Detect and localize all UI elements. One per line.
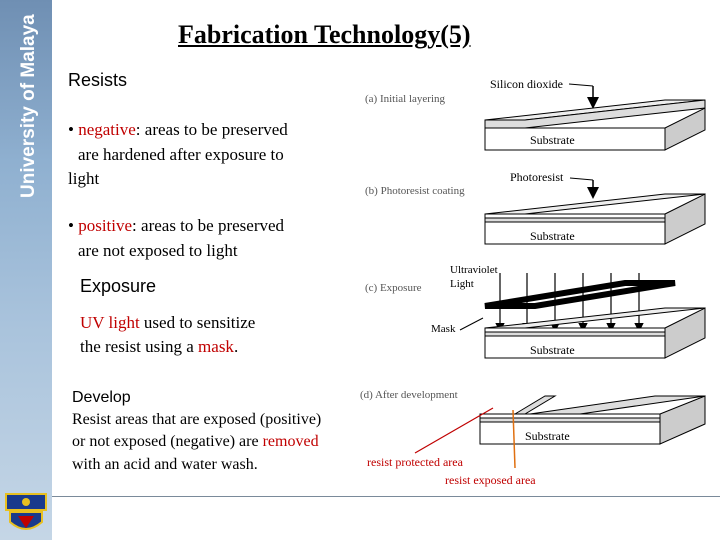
bullet: • [68, 216, 74, 235]
mask-label: Mask [431, 323, 456, 335]
develop-line-1: Resist areas that are exposed (positive) [72, 411, 322, 428]
photoresist-leader [569, 177, 594, 181]
negative-line-3: light [68, 169, 100, 188]
light-label: Light [450, 278, 474, 290]
stack-b: Substrate [484, 193, 706, 245]
develop-line-3: with an acid and water wash. [72, 456, 258, 473]
negative-term: negative [78, 120, 136, 139]
substrate-d-label: Substrate [525, 429, 570, 443]
negative-line-1: • negative: areas to be preserved [68, 120, 288, 140]
substrate-b-label: Substrate [530, 229, 575, 243]
positive-term: positive [78, 216, 133, 235]
negative-line-2: are hardened after exposure to [78, 145, 284, 164]
uv-light-term: UV light [80, 313, 140, 332]
exposure-heading: Exposure [80, 276, 157, 296]
stack-d: Substrate [479, 395, 706, 445]
positive-line-1: • positive: areas to be preserved [68, 216, 284, 236]
page-title: Fabrication Technology(5) [178, 20, 471, 49]
university-title: University of Malaya [18, 14, 39, 198]
step-a-label: (a) Initial layering [365, 93, 446, 105]
negative-text: : areas to be preserved [135, 120, 288, 139]
ultraviolet-label: Ultraviolet [450, 264, 498, 276]
positive-text: : areas to be preserved [132, 216, 285, 235]
mask-frame [484, 280, 676, 309]
stack-a: Substrate [484, 99, 706, 151]
develop-heading: Develop [72, 389, 131, 406]
develop-text-2: or not exposed (negative) are [72, 433, 263, 450]
photoresist-label: Photoresist [510, 170, 564, 184]
step-b-label: (b) Photoresist coating [365, 185, 465, 197]
step-d-label: (d) After development [360, 389, 458, 401]
resist-exposed-label: resist exposed area [445, 473, 536, 487]
exposure-line-1: UV light used to sensitize [80, 313, 255, 333]
exposure-line-2: the resist using a mask. [80, 337, 238, 357]
removed-term: removed [262, 433, 319, 450]
university-crest-logo [5, 493, 47, 530]
mask-leader [459, 317, 484, 331]
bullet: • [68, 120, 74, 139]
photolithography-diagram: (a) Initial layering Silicon dioxide Sub… [360, 77, 706, 487]
protected-area-pointer [414, 407, 494, 454]
exposed-area-pointer [512, 409, 516, 469]
exposure-text-2: the resist using a [80, 337, 199, 356]
stack-c: Substrate [484, 307, 706, 359]
exposure-text-1: used to sensitize [139, 313, 256, 332]
silicon-dioxide-label: Silicon dioxide [490, 77, 563, 91]
footer-divider [52, 496, 720, 497]
resists-heading: Resists [68, 70, 128, 90]
exposure-period: . [233, 337, 239, 356]
substrate-c-label: Substrate [530, 343, 575, 357]
university-name: University of Malaya [18, 14, 39, 198]
step-c-label: (c) Exposure [365, 282, 422, 294]
sidebar-banner: University of Malaya [0, 0, 52, 540]
develop-line-2: or not exposed (negative) are removed [72, 433, 319, 451]
resist-protected-label: resist protected area [367, 455, 464, 469]
positive-line-2: are not exposed to light [78, 241, 238, 260]
substrate-a-label: Substrate [530, 133, 575, 147]
silicon-dioxide-leader [568, 83, 594, 87]
mask-term: mask [198, 337, 234, 356]
